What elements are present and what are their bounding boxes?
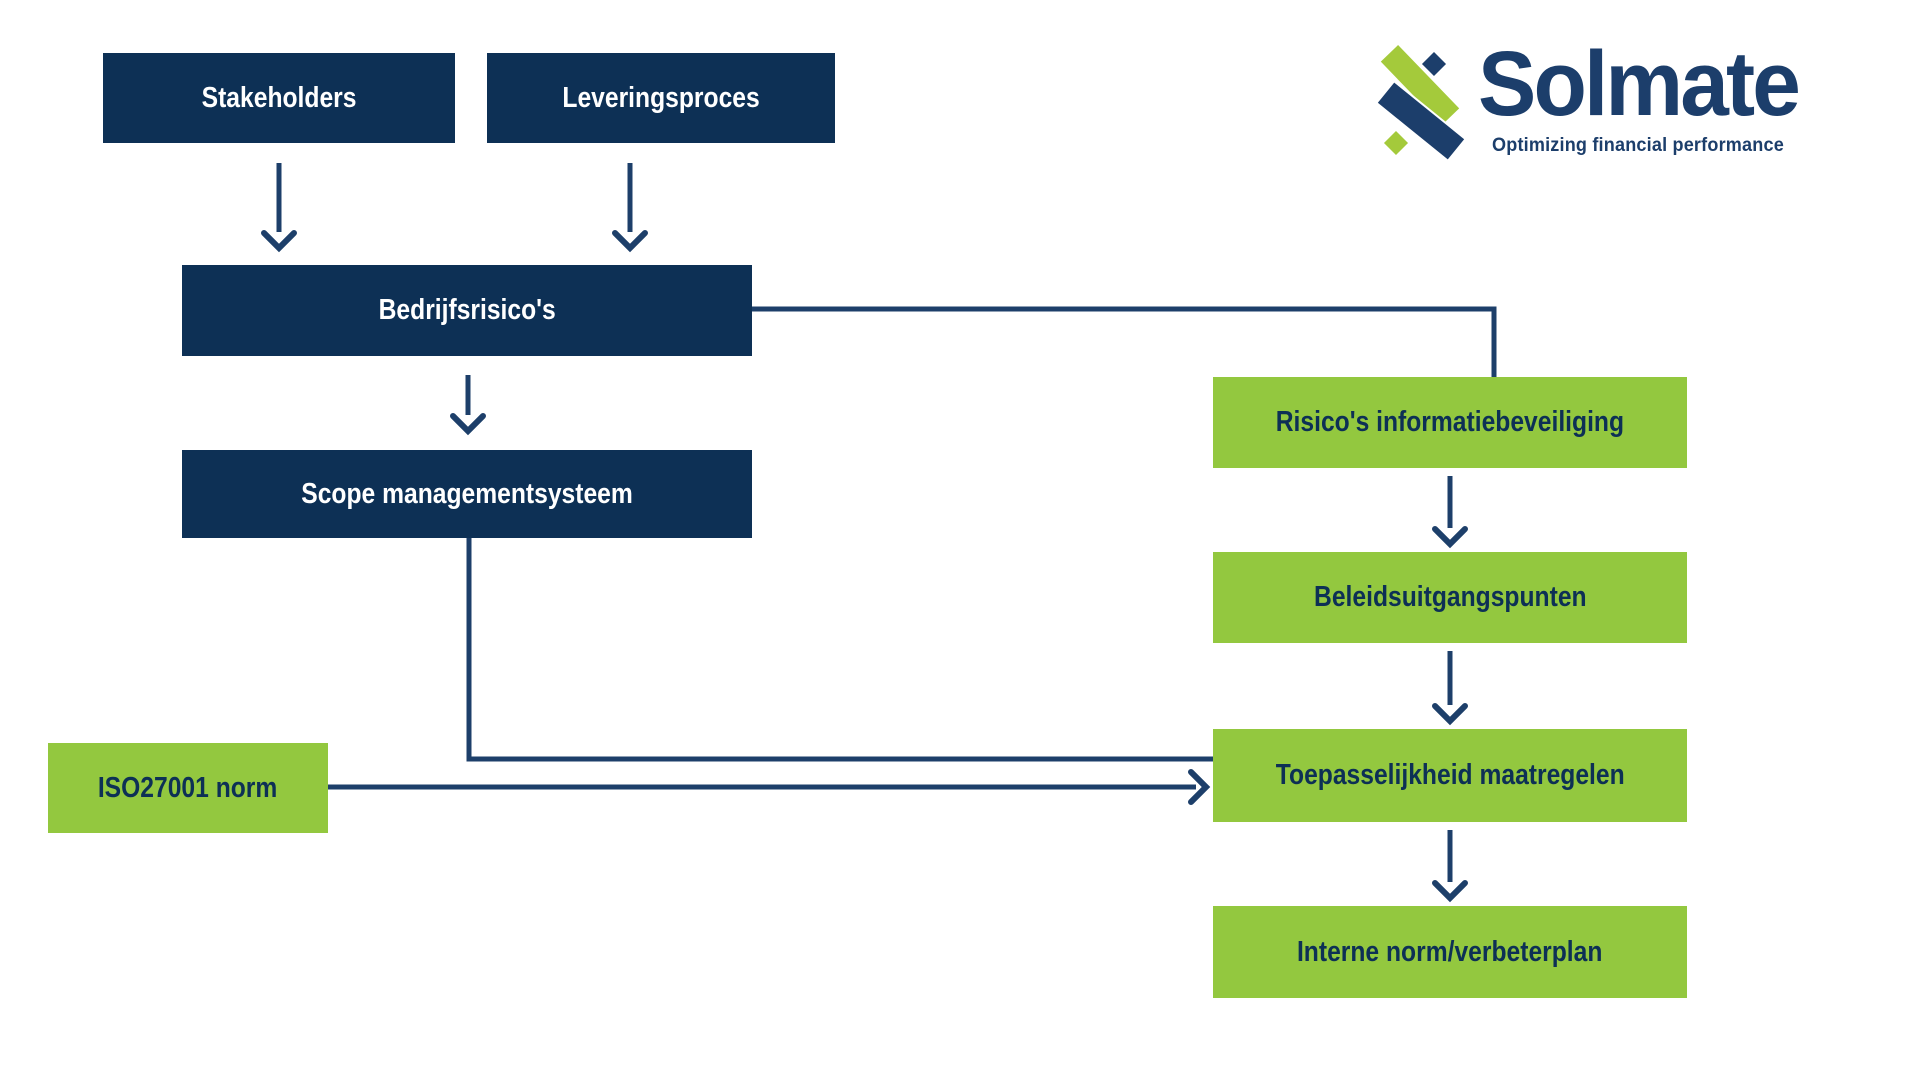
arrowhead-scope	[450, 413, 486, 436]
node-bedrijfsrisicos-label: Bedrijfsrisico's	[378, 294, 556, 326]
node-stakeholders-label: Stakeholders	[201, 81, 357, 114]
elbow-scope-to-toepasselijkheid	[466, 538, 1213, 762]
brand-tagline: Optimizing financial performance	[1492, 135, 1784, 156]
node-iso27001-label: ISO27001 norm	[98, 771, 278, 804]
node-beleids-label: Beleidsuitgangspunten	[1313, 581, 1587, 613]
node-interne-label: Interne norm/verbeterplan	[1297, 935, 1603, 968]
arrowhead-toepasselijkheid-2	[1432, 703, 1468, 726]
arrowhead-leveringsproces	[612, 230, 648, 253]
node-leveringsproces-label: Leveringsproces	[562, 81, 760, 114]
solmate-logo: Solmate Optimizing financial performance	[1375, 33, 1804, 176]
node-toepasselijkheid-label: Toepasselijkheid maatregelen	[1275, 759, 1625, 791]
node-risicos-label: Risico's informatiebeveiliging	[1275, 406, 1625, 438]
node-toepasselijkheid-maatregelen: Toepasselijkheid maatregelen	[1213, 729, 1687, 822]
node-beleidsuitgangspunten: Beleidsuitgangspunten	[1213, 552, 1687, 643]
arrowhead-beleids	[1432, 526, 1468, 549]
arrowhead-interne	[1432, 880, 1468, 903]
arrowhead-stakeholders	[261, 230, 297, 253]
node-scope-managementsysteem: Scope managementsysteem	[182, 450, 752, 538]
elbow-bedrijfsrisicos-to-risicos	[752, 306, 1497, 377]
node-interne-norm-verbeterplan: Interne norm/verbeterplan	[1213, 906, 1687, 998]
arrowhead-toepasselijkheid	[1188, 769, 1211, 805]
node-iso27001-norm: ISO27001 norm	[48, 743, 328, 833]
node-scope-label: Scope managementsysteem	[301, 477, 633, 510]
node-risicos-informatiebeveiliging: Risico's informatiebeveiliging	[1213, 377, 1687, 468]
node-bedrijfsrisicos: Bedrijfsrisico's	[182, 265, 752, 356]
brand-wordmark: Solmate	[1478, 33, 1801, 135]
node-stakeholders: Stakeholders	[103, 53, 455, 143]
solmate-logo-icon	[1375, 42, 1467, 163]
node-leveringsproces: Leveringsproces	[487, 53, 835, 143]
